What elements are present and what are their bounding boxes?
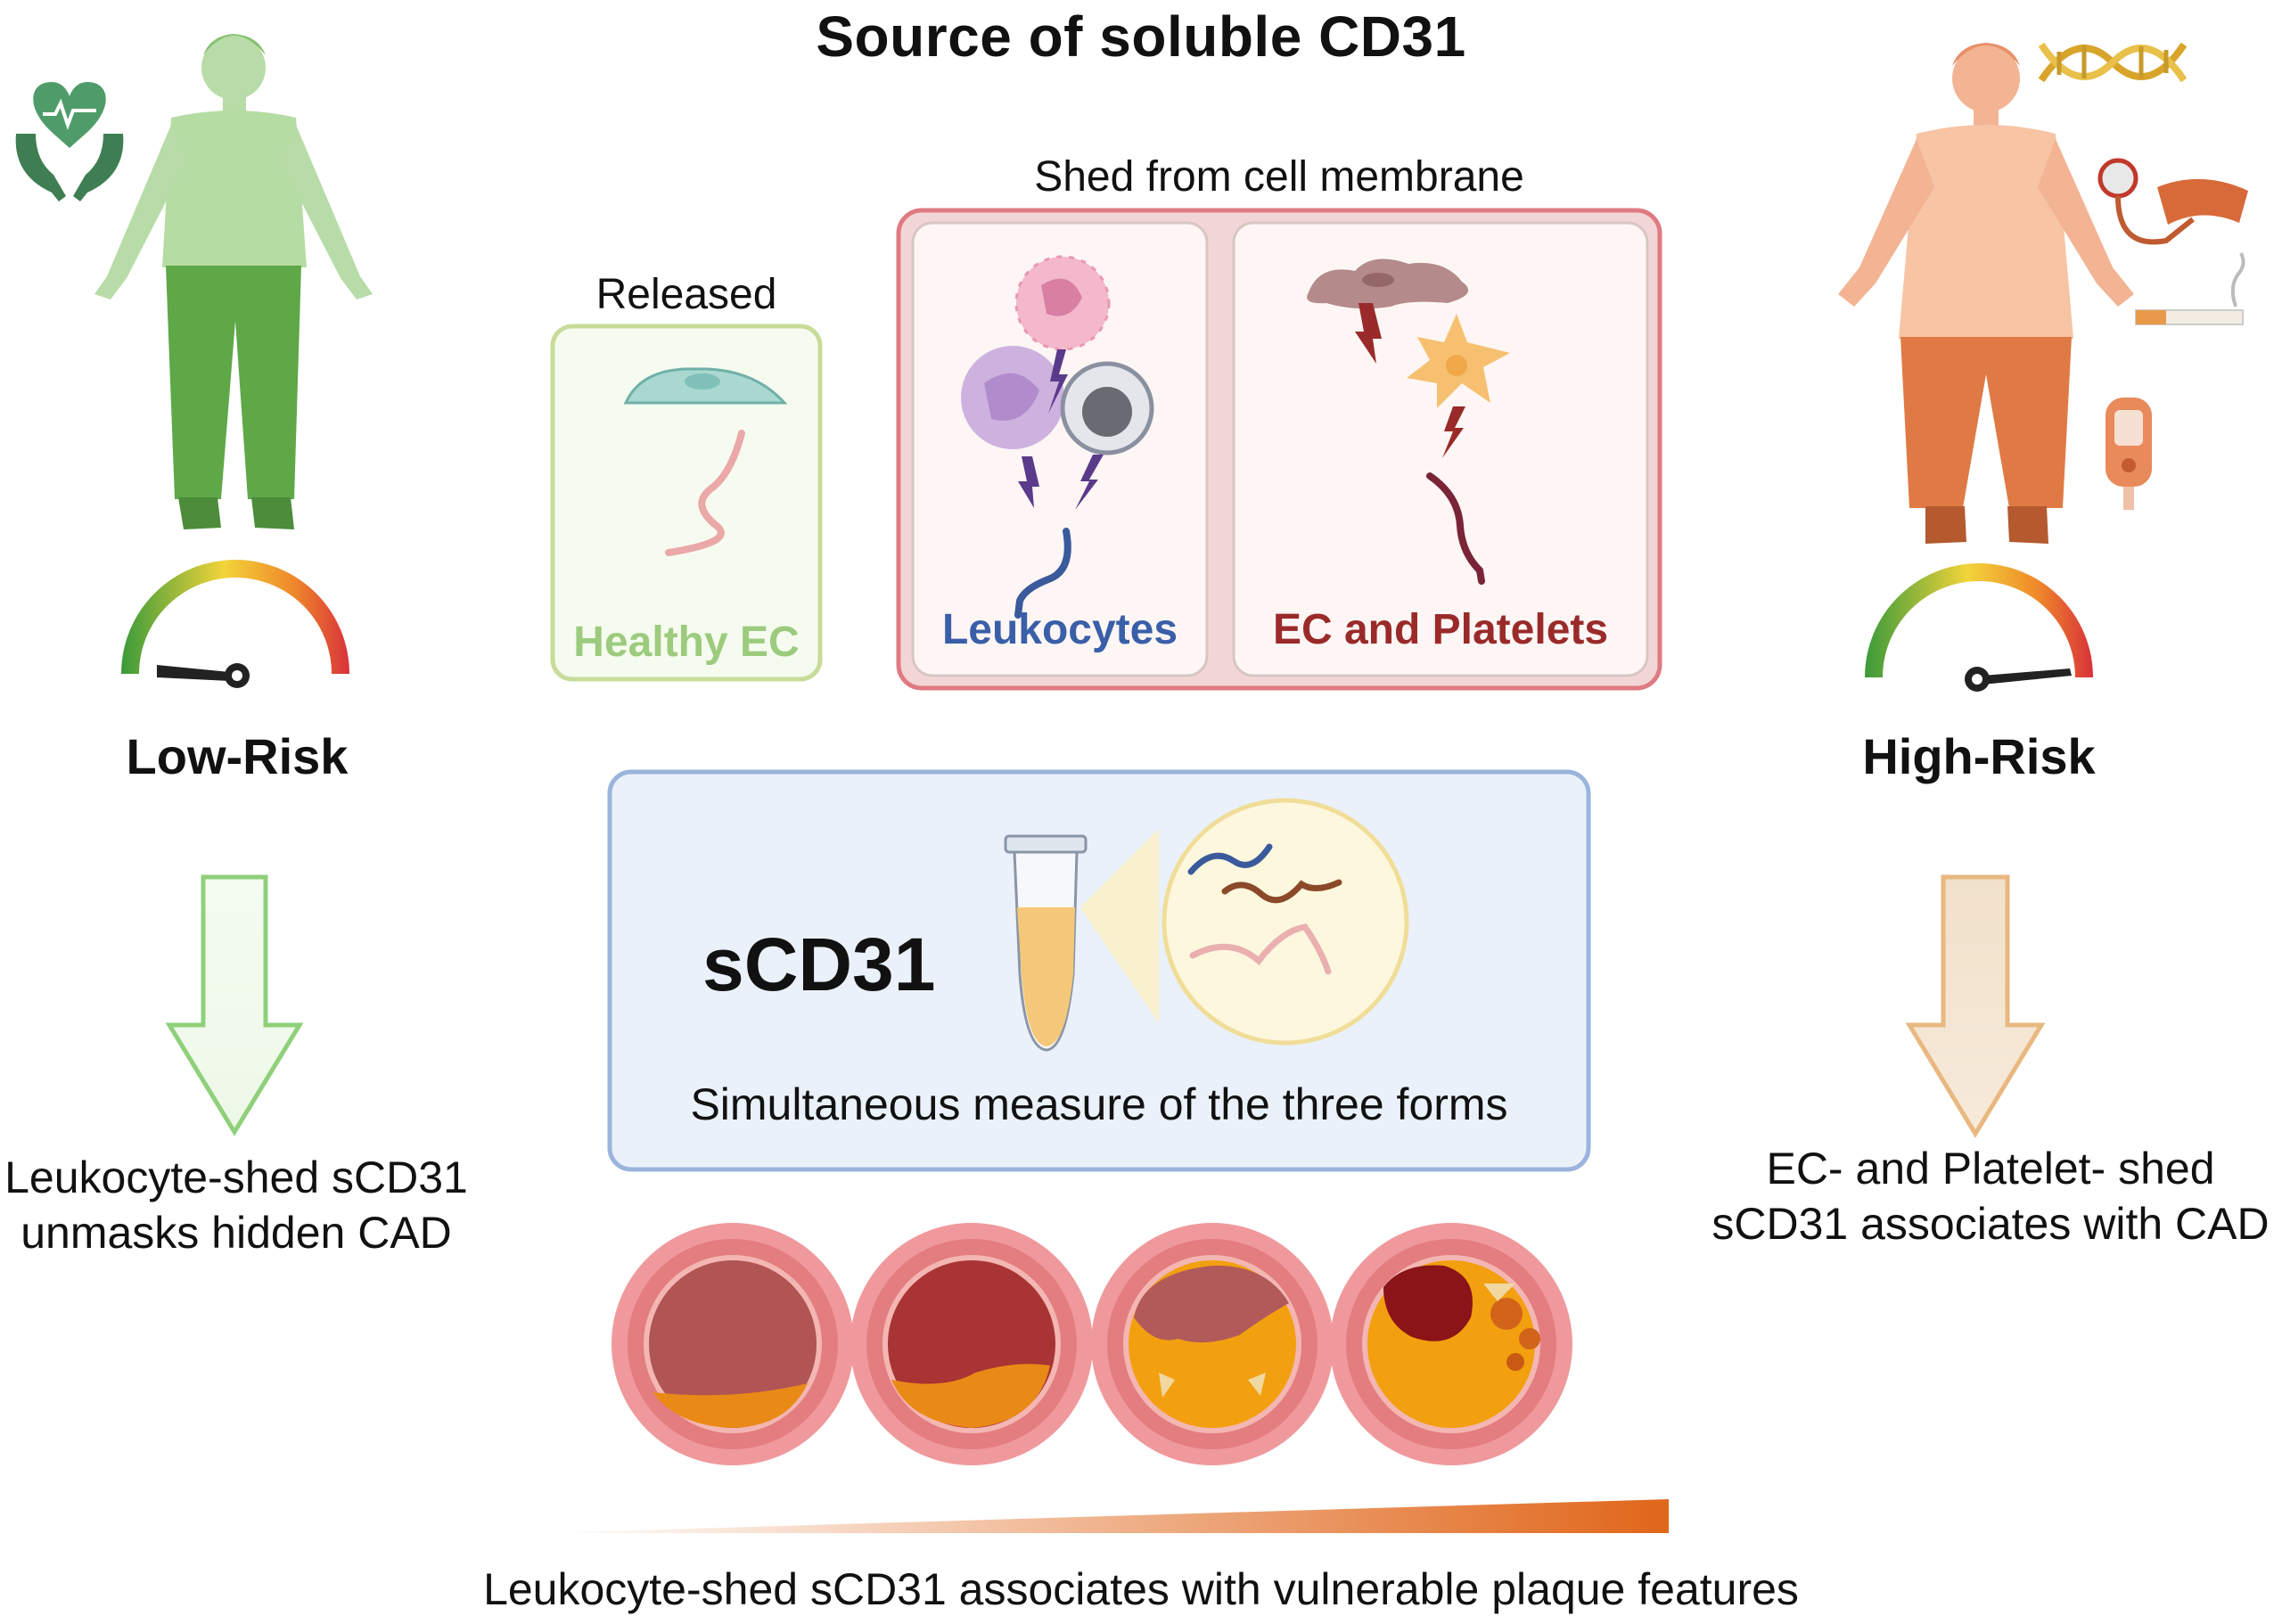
artery-stage-2-icon: [850, 1223, 1093, 1465]
dna-icon: [2038, 42, 2188, 83]
risk-gauge-icon: [121, 560, 349, 688]
ec-platelets-label: EC and Platelets: [1272, 606, 1609, 653]
neutrophil-icon: [1014, 255, 1111, 351]
leukocyte-cd31-strand: [1014, 528, 1071, 619]
endothelial-cell-icon: [623, 367, 788, 405]
ec-platelet-panel: [1232, 221, 1649, 677]
lightning-icon: [1355, 303, 1465, 458]
scd31-label: sCD31: [702, 923, 936, 1006]
activated-platelet-icon: [1407, 314, 1510, 408]
artery-stage-3-icon: [1091, 1223, 1334, 1465]
low-risk-label: Low-Risk: [126, 728, 349, 784]
released-header: Released: [595, 271, 777, 318]
artery-stage-1-icon: [612, 1223, 854, 1465]
high-risk-label: High-Risk: [1862, 728, 2096, 784]
microtube-icon: [1004, 834, 1088, 1052]
progression-wedge: [546, 1499, 1669, 1533]
high-risk-finding: EC- and Platelet- shed sCD31 associates …: [1699, 1141, 2282, 1251]
low-risk-finding-line-1: Leukocyte-shed sCD31: [4, 1152, 468, 1202]
low-risk-finding: Leukocyte-shed sCD31 unmasks hidden CAD: [0, 1150, 472, 1260]
high-risk-down-arrow: [1905, 874, 2046, 1138]
blood-pressure-cuff-icon: [2097, 158, 2248, 245]
low-risk-person-icon: [94, 34, 373, 529]
page-title: Source of soluble CD31: [816, 4, 1466, 69]
damaged-ec-icon: [1307, 258, 1469, 309]
high-risk-person-icon: [1838, 43, 2134, 544]
released-cd31-strand: [665, 430, 745, 556]
lightning-icon: [1018, 349, 1104, 510]
cigarette-icon: [2135, 252, 2245, 325]
artery-stage-4-icon: [1330, 1223, 1572, 1465]
glucose-meter-icon: [2106, 398, 2152, 510]
measure-caption: Simultaneous measure of the three forms: [690, 1079, 1508, 1129]
high-risk-finding-line-1: EC- and Platelet- shed: [1766, 1144, 2215, 1193]
low-risk-finding-line-2: unmasks hidden CAD: [21, 1208, 452, 1258]
bottom-caption: Leukocyte-shed sCD31 associates with vul…: [483, 1564, 1799, 1614]
healthy-ec-label: Healthy EC: [573, 619, 800, 666]
magnifier-cone: [1080, 829, 1159, 1023]
high-risk-finding-line-2: sCD31 associates with CAD: [1712, 1199, 2270, 1249]
heart-care-icon: [15, 82, 124, 201]
ec-platelet-cd31-strand: [1426, 472, 1485, 585]
released-box: [550, 324, 823, 682]
risk-gauge-icon: [1865, 563, 2093, 692]
magnified-leukocyte-strand: [1187, 843, 1273, 875]
leukocytes-label: Leukocytes: [941, 606, 1178, 653]
monocyte-icon: [961, 346, 1064, 449]
shed-header: Shed from cell membrane: [1034, 153, 1524, 201]
lymphocyte-icon: [1060, 361, 1154, 455]
magnified-healthy-strand: [1189, 923, 1332, 975]
magnifier-lens: [1162, 798, 1409, 1046]
magnified-ec-platelet-strand: [1221, 879, 1342, 904]
low-risk-down-arrow: [165, 874, 304, 1136]
leukocyte-panel: [911, 221, 1209, 677]
